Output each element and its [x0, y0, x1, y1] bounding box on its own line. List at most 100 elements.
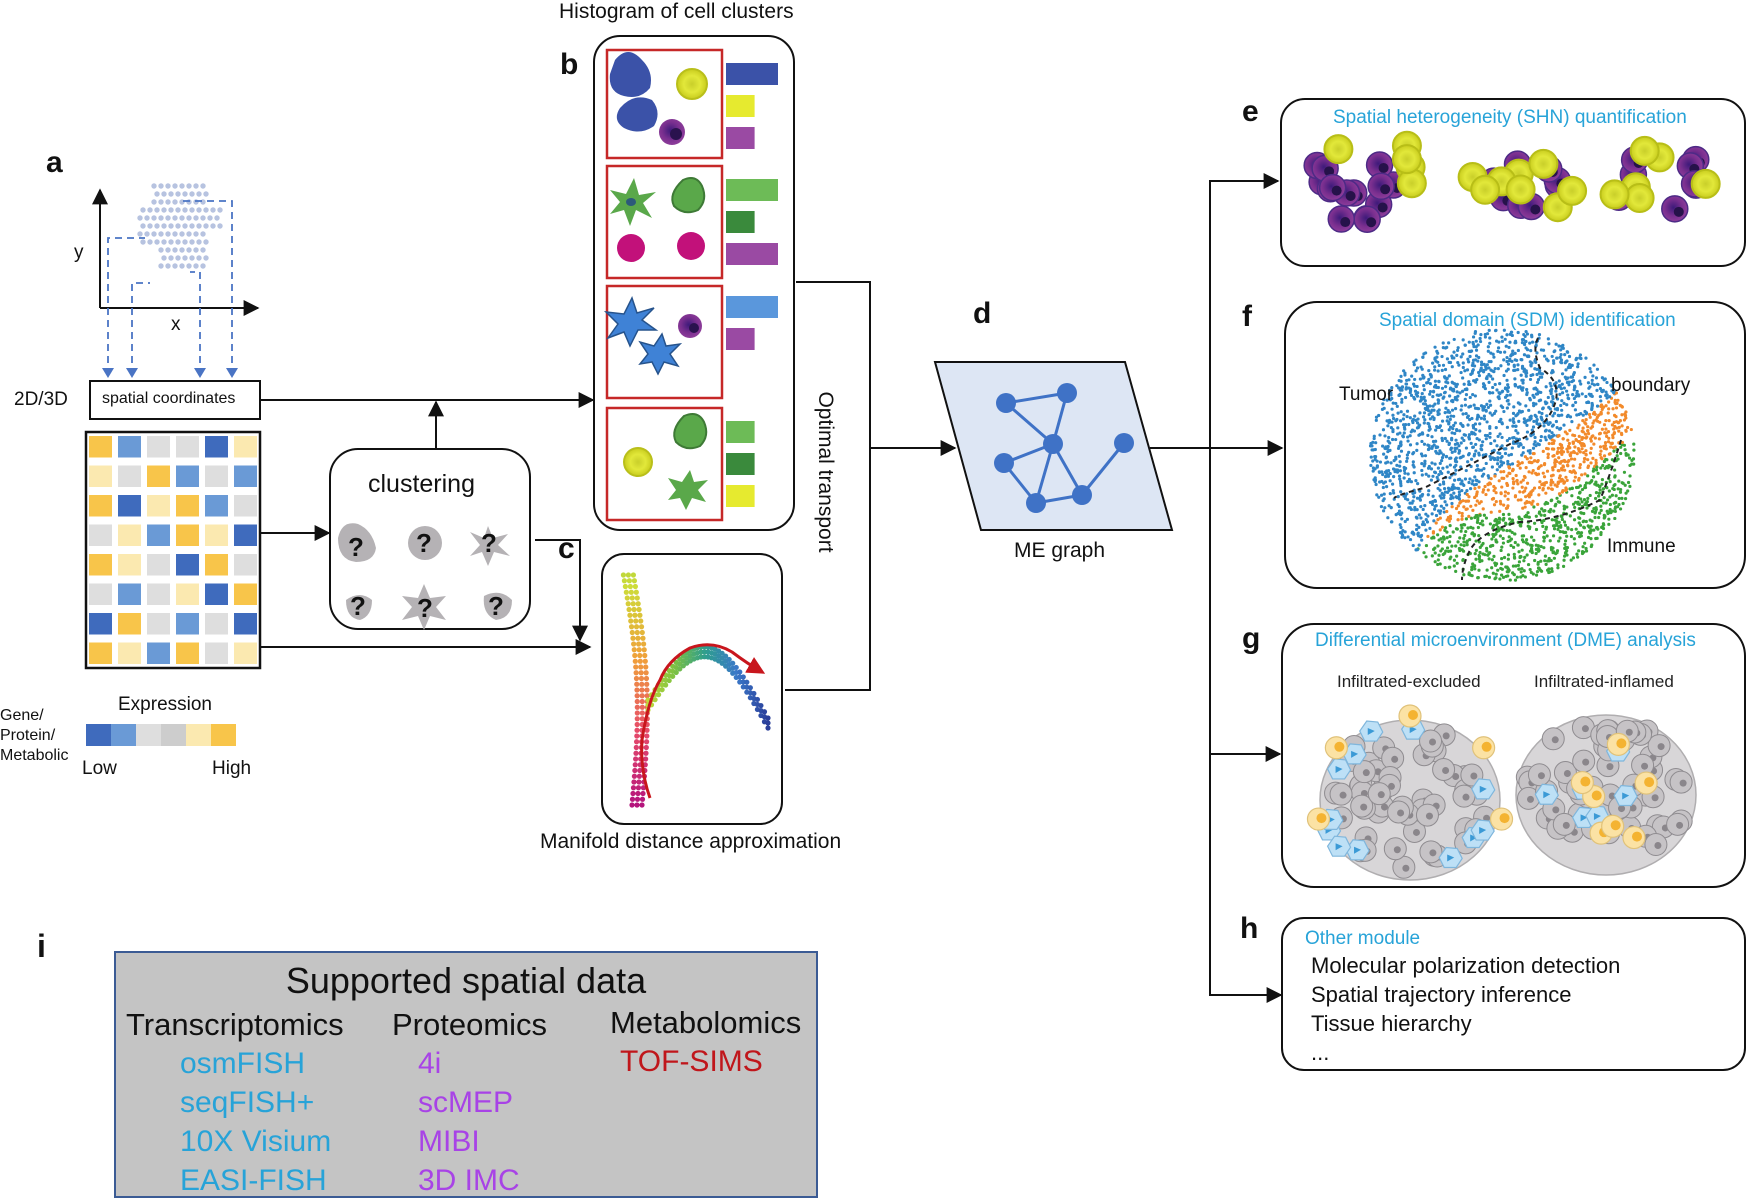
domain-dot	[1507, 436, 1512, 441]
domain-dot	[1463, 533, 1467, 538]
platform-item: EASI-FISH	[180, 1164, 327, 1197]
domain-dot	[1424, 512, 1428, 516]
manifold-dot	[625, 572, 632, 578]
domain-dot	[1412, 471, 1416, 475]
domain-dot	[1555, 406, 1560, 411]
domain-dot	[1467, 514, 1471, 518]
manifold-dot	[630, 635, 636, 641]
domain-dot	[1434, 513, 1439, 518]
domain-dot	[1530, 550, 1534, 555]
domain-dot	[1503, 337, 1507, 341]
domain-dot	[1423, 402, 1428, 406]
domain-dot	[1461, 338, 1465, 342]
domain-dot	[1624, 428, 1628, 432]
domain-dot	[1524, 466, 1528, 470]
domain-dot	[1572, 518, 1577, 522]
domain-dot	[1476, 575, 1480, 580]
domain-dot	[1432, 417, 1436, 422]
manifold-dot	[641, 647, 647, 653]
domain-dot	[1584, 449, 1588, 453]
domain-dot	[1382, 497, 1386, 501]
domain-dot	[1417, 543, 1421, 547]
domain-dot	[1531, 425, 1536, 429]
domain-dot	[1522, 569, 1526, 573]
domain-dot	[1536, 390, 1541, 394]
domain-dot	[1480, 443, 1484, 447]
domain-dot	[1383, 475, 1388, 479]
domain-dot	[1576, 495, 1580, 500]
domain-dot	[1601, 463, 1605, 468]
spatial-dot	[140, 239, 146, 245]
domain-dot	[1387, 448, 1391, 453]
domain-dot	[1421, 507, 1425, 512]
domain-dot	[1619, 445, 1623, 449]
manifold-dot	[633, 664, 639, 670]
domain-dot	[1578, 379, 1582, 383]
domain-dot	[1534, 551, 1538, 556]
domain-dot	[1531, 401, 1536, 405]
domain-dot	[1453, 421, 1457, 425]
manifold-dot	[632, 652, 638, 659]
domain-dot	[1578, 466, 1582, 470]
domain-dot	[1531, 446, 1536, 450]
tcell-nucleus	[1408, 710, 1418, 720]
tissue-infiltrated-inflamed	[1515, 714, 1697, 876]
domain-dot	[1525, 437, 1529, 441]
domain-dot	[1463, 369, 1467, 373]
domain-dot	[1468, 395, 1472, 400]
domain-dot	[1556, 527, 1560, 532]
spatial-dot	[154, 239, 160, 245]
cell-nucleus	[1381, 803, 1389, 811]
domain-dot	[1416, 482, 1420, 486]
domain-dot	[1402, 425, 1407, 430]
domain-dot	[1436, 558, 1440, 562]
heatmap-cell	[234, 642, 257, 664]
domain-dot	[1576, 426, 1580, 430]
domain-dot	[1456, 360, 1460, 365]
spatial-dot	[196, 239, 202, 245]
domain-dot	[1432, 519, 1436, 523]
domain-dot	[1473, 358, 1478, 362]
spatial-dot	[172, 263, 178, 269]
domain-dot	[1591, 456, 1595, 460]
domain-dot	[1433, 368, 1437, 372]
domain-dot	[1512, 405, 1516, 409]
domain-dot	[1568, 454, 1573, 458]
domain-dot	[1632, 448, 1636, 452]
domain-dot	[1431, 531, 1435, 535]
domain-dot	[1604, 390, 1608, 394]
manifold-dot	[765, 720, 771, 726]
domain-dot	[1621, 501, 1625, 506]
cell-nucleus	[1324, 166, 1335, 177]
spatial-dot	[140, 207, 146, 213]
domain-dot	[1438, 483, 1442, 487]
domain-dot	[1394, 455, 1398, 459]
domain-dot	[1418, 423, 1422, 427]
domain-dot	[1485, 434, 1490, 438]
domain-dot	[1422, 523, 1427, 527]
domain-dot	[1415, 508, 1419, 512]
domain-dot	[1472, 564, 1476, 568]
domain-dot	[1525, 332, 1530, 336]
domain-dot	[1516, 368, 1520, 372]
domain-dot	[1520, 538, 1525, 542]
domain-dot	[1578, 523, 1583, 527]
domain-dot	[1511, 349, 1515, 353]
histogram-bar	[726, 421, 755, 443]
domain-dot	[1565, 414, 1569, 419]
domain-dot	[1500, 435, 1504, 440]
domain-dot	[1414, 479, 1418, 483]
domain-dot	[1380, 470, 1384, 474]
domain-dot	[1579, 411, 1583, 416]
manifold-dot	[635, 790, 641, 797]
manifold-dot	[633, 739, 640, 745]
manifold-dot	[723, 653, 729, 659]
domain-dot	[1479, 500, 1483, 504]
domain-dot	[1552, 447, 1556, 451]
other-module-title: Other module	[1305, 928, 1421, 949]
tissue-infiltrated-excluded	[1306, 704, 1514, 881]
domain-dot	[1597, 491, 1601, 495]
domain-dot	[1375, 465, 1379, 469]
domain-dot	[1403, 471, 1407, 475]
domain-dot	[1592, 528, 1596, 532]
